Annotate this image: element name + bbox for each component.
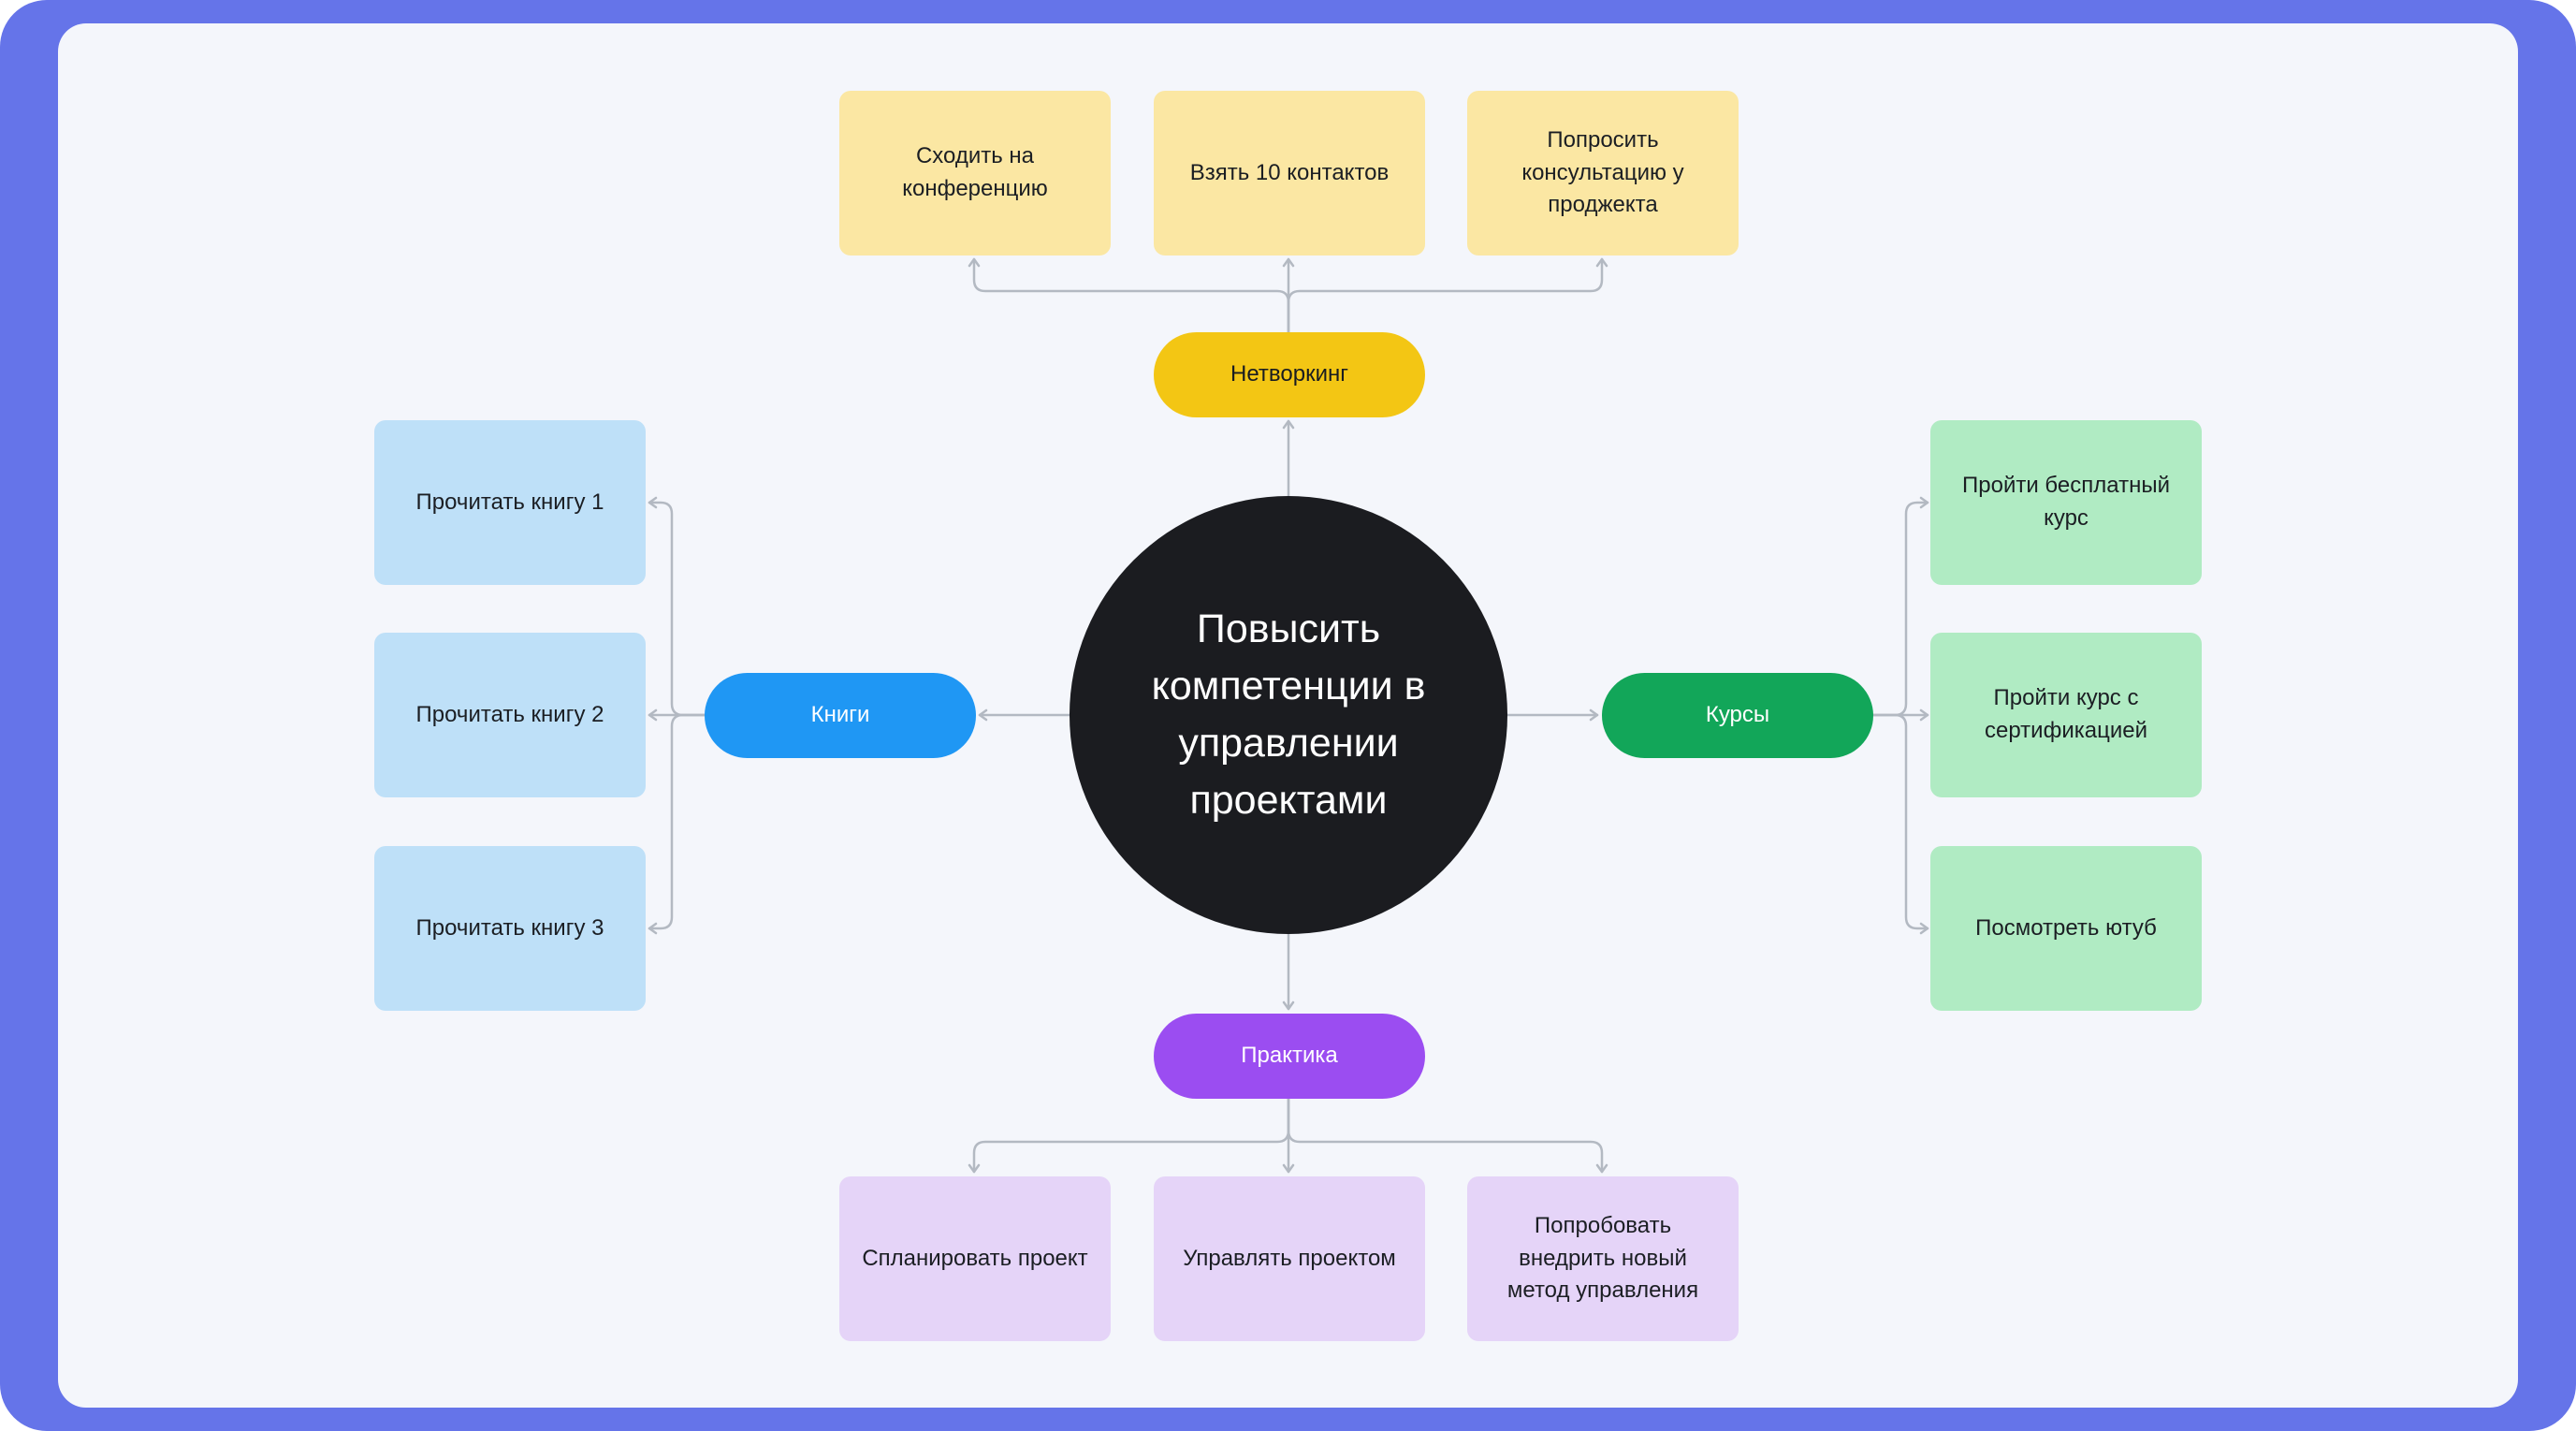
- central-node-label-line: Повысить: [1196, 606, 1381, 651]
- books-card-1[interactable]: Прочитать книгу 1: [374, 420, 646, 585]
- branch-pill-courses[interactable]: Курсы: [1602, 673, 1873, 758]
- practice-card-2[interactable]: Управлять проектом: [1154, 1176, 1425, 1341]
- books-card-3[interactable]: Прочитать книгу 3: [374, 846, 646, 1011]
- central-node-label-line: управлении: [1178, 721, 1399, 766]
- branch-pill-books[interactable]: Книги: [705, 673, 976, 758]
- courses-card-1[interactable]: Пройти бесплатный курс: [1930, 420, 2202, 585]
- books-card-2[interactable]: Прочитать книгу 2: [374, 633, 646, 797]
- central-node-label-line: компетенции в: [1151, 663, 1426, 708]
- practice-card-1[interactable]: Спланировать проект: [839, 1176, 1111, 1341]
- branch-pill-practice[interactable]: Практика: [1154, 1014, 1425, 1099]
- practice-card-3[interactable]: Попробовать внедрить новый метод управле…: [1467, 1176, 1739, 1341]
- networking-card-2[interactable]: Взять 10 контактов: [1154, 91, 1425, 256]
- branch-pill-networking[interactable]: Нетворкинг: [1154, 332, 1425, 417]
- networking-card-1[interactable]: Сходить на конференцию: [839, 91, 1111, 256]
- central-node-label-line: проектами: [1189, 778, 1388, 824]
- courses-card-2[interactable]: Пройти курс с сертификацией: [1930, 633, 2202, 797]
- central-node[interactable]: Повысить компетенции в управлении проект…: [1070, 496, 1507, 934]
- networking-card-3[interactable]: Попросить консультацию у проджекта: [1467, 91, 1739, 256]
- courses-card-3[interactable]: Посмотреть ютуб: [1930, 846, 2202, 1011]
